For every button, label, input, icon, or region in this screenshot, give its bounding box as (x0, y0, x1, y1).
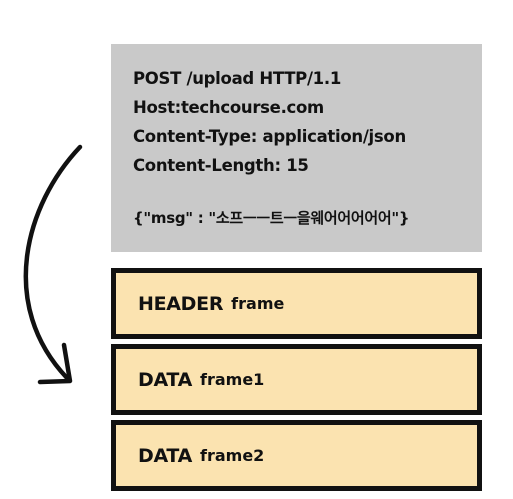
frame-type-label: DATA (138, 368, 192, 391)
host-header: Host:techcourse.com (133, 98, 324, 117)
arrow-head (37, 342, 73, 385)
data-frame-1: DATA frame1 (111, 344, 482, 415)
arrow-shaft (23, 144, 83, 381)
frame-suffix-label: frame1 (200, 370, 265, 389)
frame-suffix-label: frame2 (200, 446, 265, 465)
frame-suffix-label: frame (231, 294, 285, 313)
frame-type-label: DATA (138, 444, 192, 467)
content-length-header: Content-Length: 15 (133, 156, 309, 175)
http-request-box: POST /upload HTTP/1.1 Host:techcourse.co… (111, 44, 482, 252)
data-frame-2: DATA frame2 (111, 420, 482, 491)
header-frame: HEADER frame (111, 268, 482, 339)
request-body: {"msg" : "소프ㅡㅡ트ㅡ을웨어어어어어"} (133, 209, 410, 227)
content-type-header: Content-Type: application/json (133, 127, 406, 146)
request-line: POST /upload HTTP/1.1 (133, 69, 342, 88)
frame-type-label: HEADER (138, 292, 224, 315)
